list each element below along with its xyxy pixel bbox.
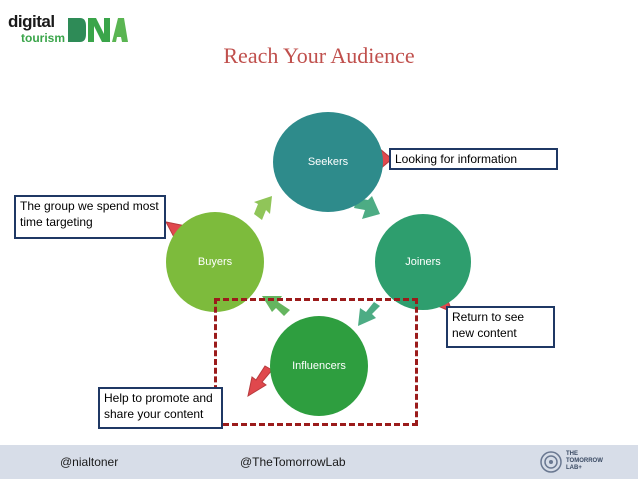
- callout-help-promote-content: Help to promote and share your content: [98, 387, 223, 429]
- cycle-node-influencers: Influencers: [270, 316, 368, 416]
- callout-group-most-targeted: The group we spend most time targeting: [14, 195, 166, 239]
- cycle-node-seekers: Seekers: [273, 112, 383, 212]
- logo-word-tourism: tourism: [21, 31, 66, 45]
- callout-looking-for-information: Looking for information: [389, 148, 558, 170]
- callout-return-to-see-content: Return to see new content: [446, 306, 555, 348]
- cycle-node-buyers: Buyers: [166, 212, 264, 312]
- cycle-node-label: Influencers: [292, 360, 346, 372]
- tomorrow-lab-mark-icon: [540, 451, 562, 473]
- cycle-node-label: Seekers: [307, 156, 349, 168]
- footer-bar: [0, 445, 638, 479]
- logo-word-digital: digital: [8, 12, 55, 31]
- dna-mark-icon: [68, 18, 128, 42]
- digital-tourism-dna-logo: digital tourism: [8, 10, 128, 50]
- connector-arrow-joiners-influencers: [358, 302, 380, 326]
- cycle-node-joiners: Joiners: [375, 214, 471, 310]
- cycle-node-label: Buyers: [197, 256, 233, 268]
- tomorrow-lab-wordmark: THE TOMORROW LAB+: [566, 451, 603, 471]
- connector-arrow-buyers-seekers: [254, 196, 272, 220]
- footer-handle-thetomorrowlab: @TheTomorrowLab: [240, 455, 346, 469]
- slide-title: Reach Your Audience: [223, 43, 415, 68]
- the-tomorrow-lab-logo: THE TOMORROW LAB+: [540, 448, 632, 476]
- connector-arrow-influencers-buyers: [262, 296, 290, 316]
- cycle-node-label: Joiners: [405, 256, 441, 268]
- footer-handle-nialtoner: @nialtoner: [60, 455, 119, 469]
- callout-arrow-influencers: [247, 365, 273, 398]
- influencers-highlight-box: [214, 298, 418, 426]
